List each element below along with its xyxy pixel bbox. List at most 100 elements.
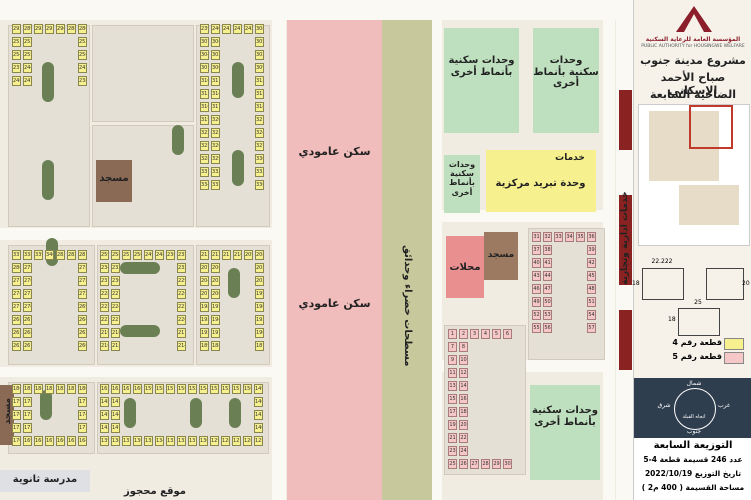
lot-plot4: 252 (23, 37, 32, 47)
lot-plot4: 307 (200, 37, 209, 47)
lot-plot4: 151 (232, 384, 241, 394)
lot-plot4: 310 (200, 76, 209, 86)
lot-plot4: 203 (211, 276, 220, 286)
mosque-block (96, 160, 132, 202)
lot-plot5: 38 (543, 245, 552, 255)
lot-plot5: 52 (532, 310, 541, 320)
compass-west: غرب (717, 402, 731, 409)
lot-plot4: 286 (78, 24, 87, 34)
lot-plot4: 236 (166, 250, 175, 260)
distribution-date: تاريخ التوزيع 2022/10/19 (644, 469, 742, 478)
dimension-label: 18 (668, 316, 676, 323)
compass-east: شرق (657, 402, 671, 409)
lot-plot4: 167 (45, 436, 54, 446)
lot-plot4: 283 (56, 250, 65, 260)
lot-plot4: 158 (155, 384, 164, 394)
lot-plot4: 166 (56, 436, 65, 446)
lot-plot4: 323 (211, 128, 220, 138)
lot-plot4: 330 (255, 154, 264, 164)
lot-plot4: 145 (100, 410, 109, 420)
lot-plot4: 188 (211, 341, 220, 351)
distribution-info (634, 438, 751, 500)
residential-block (444, 325, 526, 475)
lot-plot4: 254 (12, 50, 21, 60)
lot-plot4: 178 (23, 397, 32, 407)
lot-plot4: 274 (12, 289, 21, 299)
lot-plot4: 139 (100, 436, 109, 446)
green-space (172, 125, 184, 155)
dimension-label: 18 (632, 280, 640, 287)
lot-plot5: 51 (587, 297, 596, 307)
lot-plot4: 187 (255, 341, 264, 351)
road (0, 228, 285, 240)
lot-plot4: 256 (78, 50, 87, 60)
lot-plot4: 210 (233, 250, 242, 260)
lot-plot4: 199 (255, 289, 264, 299)
lot-plot5: 12 (459, 368, 468, 378)
mosque-block (484, 232, 518, 280)
lot-plot4: 243 (222, 24, 231, 34)
lot-plot4: 320 (211, 115, 220, 125)
lot-plot4: 266 (78, 315, 87, 325)
legend-plot4-label: قطعة رقم 4 (672, 338, 722, 347)
lot-plot4: 200 (211, 289, 220, 299)
lot-plot4: 164 (78, 436, 87, 446)
lot-plot4: 217 (177, 328, 186, 338)
dimension-label: 20 (742, 280, 750, 287)
lot-plot5: 18 (459, 407, 468, 417)
distribution-title: التوزيعة السابعة (653, 440, 733, 451)
lot-plot5: 31 (532, 232, 541, 242)
lot-plot4: 308 (255, 24, 264, 34)
project-line2: صباح الأحمد الإسكاني (660, 71, 726, 97)
residential-block (92, 25, 194, 122)
lot-plot4: 321 (255, 115, 264, 125)
lot-plot5: 44 (543, 271, 552, 281)
lot-plot5: 2 (459, 329, 468, 339)
lot-plot5: 19 (448, 420, 457, 430)
lot-plot4: 319 (200, 115, 209, 125)
lot-plot4: 292 (34, 24, 43, 34)
lot-plot4: 143 (254, 410, 263, 420)
lot-plot4: 208 (255, 250, 264, 260)
mosque-label: مسجد (487, 250, 515, 260)
lot-plot4: 313 (200, 89, 209, 99)
lot-plot4: 276 (23, 276, 32, 286)
lot-plot4: 219 (100, 328, 109, 338)
school-site (0, 470, 90, 492)
lot-plot5: 21 (448, 433, 457, 443)
lot-plot4: 279 (23, 263, 32, 273)
lot-plot4: 239 (200, 24, 209, 34)
lot-plot4: 314 (211, 89, 220, 99)
lot-plot5: 15 (448, 394, 457, 404)
lot-plot4: 181 (67, 384, 76, 394)
green-space (42, 160, 54, 200)
lot-plot4: 202 (255, 276, 264, 286)
lot-plot4: 163 (100, 384, 109, 394)
mosque-label: مسجد (99, 173, 129, 184)
road (0, 367, 285, 377)
housing-units-label: وحدات سكنية بأنماط أخرى (531, 405, 599, 428)
lot-plot4: 304 (200, 50, 209, 60)
green-strip (382, 20, 432, 500)
lot-plot4: 134 (155, 436, 164, 446)
housing-units-zone (444, 28, 519, 133)
lot-plot5: 13 (448, 381, 457, 391)
lot-plot4: 295 (12, 24, 21, 34)
lot-plot4: 225 (100, 302, 109, 312)
lot-plot4: 144 (111, 410, 120, 420)
shops-zone (446, 236, 484, 298)
admin-commercial-label: خدمات ادارية وتجارية (619, 191, 630, 285)
green-space (228, 268, 240, 298)
lot-plot4: 190 (255, 328, 264, 338)
lot-plot4: 291 (45, 24, 54, 34)
lot-plot5: 57 (587, 323, 596, 333)
lot-plot4: 234 (100, 263, 109, 273)
lot-plot4: 261 (23, 341, 32, 351)
distribution-count: عدد 246 قسيمة قطعة 4-5 (643, 455, 743, 464)
road (603, 20, 615, 500)
lot-plot5: 41 (543, 258, 552, 268)
lot-plot4: 142 (100, 423, 109, 433)
lot-plot4: 251 (12, 37, 21, 47)
lot-plot4: 309 (255, 63, 264, 73)
admin-strip (619, 195, 632, 285)
